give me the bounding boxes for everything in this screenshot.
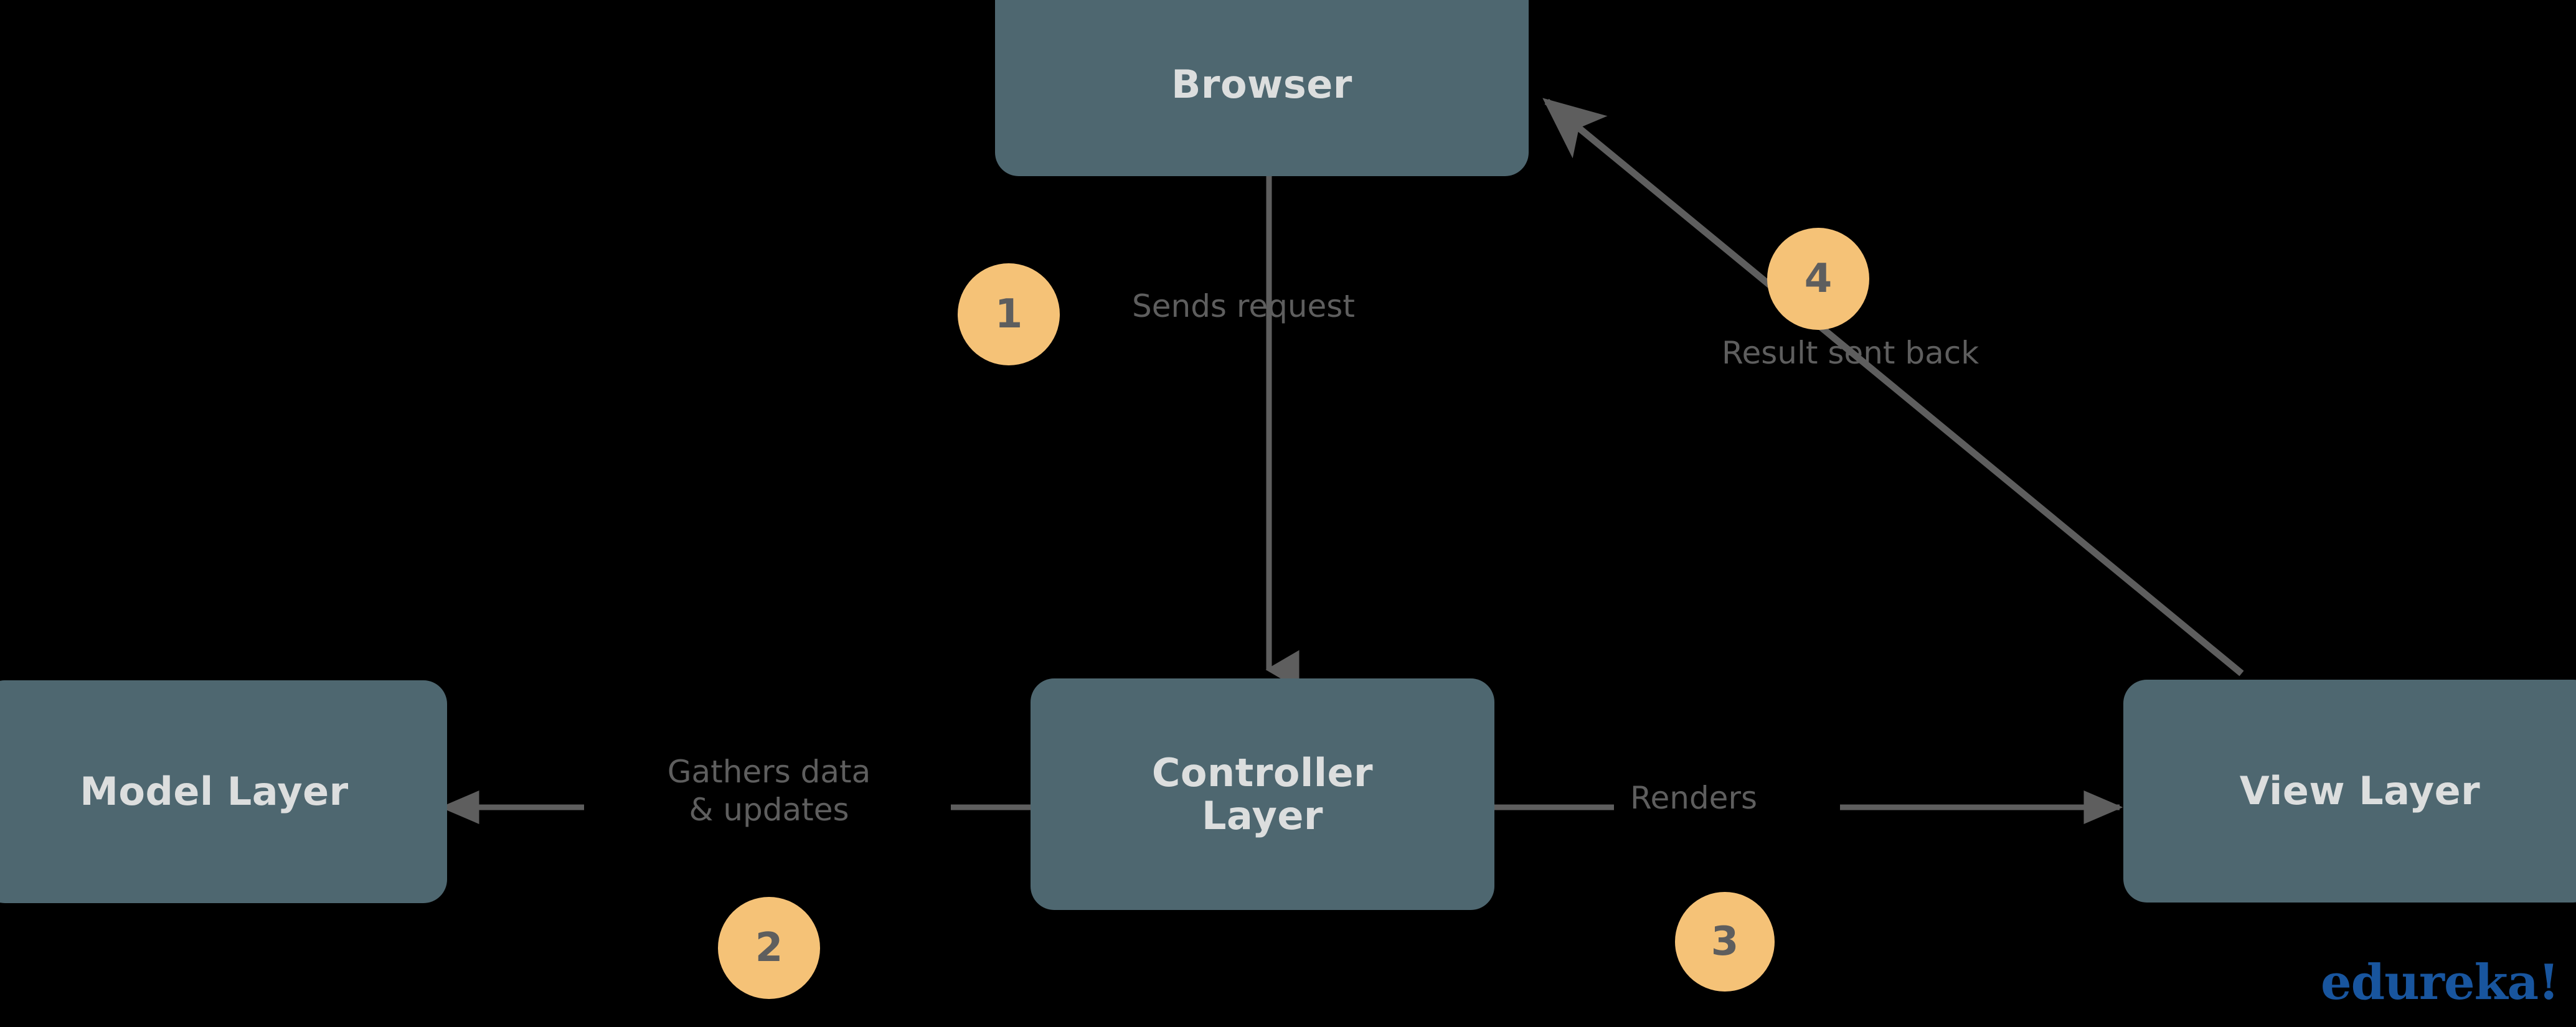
node-browser[interactable]: Browser [995, 0, 1529, 176]
step-badge-3-number: 3 [1710, 919, 1739, 965]
step-badge-1: 1 [958, 263, 1060, 365]
node-controller-layer-label: Controller Layer [1151, 749, 1374, 838]
edge-view-to-browser [1542, 98, 2244, 677]
edureka-logo: edureka! [2321, 954, 2559, 1011]
step-badge-1-number: 1 [994, 291, 1023, 337]
edge-label-gathers-data-and-updates: Gathers data & updates [667, 754, 871, 828]
node-model-layer-label: Model Layer [80, 769, 349, 815]
node-view-layer[interactable]: View Layer [2123, 680, 2576, 903]
node-controller-layer[interactable]: Controller Layer [1031, 678, 1494, 910]
step-badge-2: 2 [718, 897, 820, 999]
edge-label-sends-request: Sends request [1132, 288, 1355, 324]
step-badge-3: 3 [1675, 892, 1775, 992]
step-badge-4-number: 4 [1804, 256, 1833, 302]
node-view-layer-label: View Layer [2239, 768, 2481, 814]
node-browser-label: Browser [1171, 61, 1352, 107]
step-badge-2-number: 2 [755, 925, 783, 971]
edge-label-result-sent-back: Result sent back [1722, 335, 1979, 371]
edge-label-renders: Renders [1630, 780, 1758, 816]
step-badge-4: 4 [1767, 228, 1869, 330]
node-model-layer[interactable]: Model Layer [0, 680, 447, 903]
